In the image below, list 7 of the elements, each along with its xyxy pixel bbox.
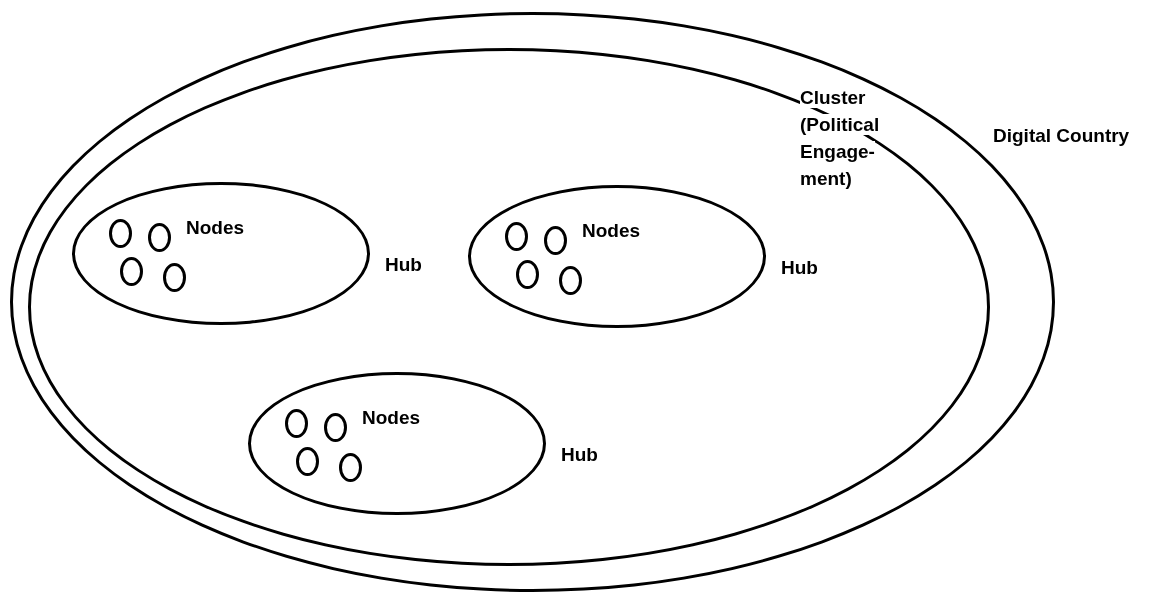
country-label: Digital Country bbox=[993, 124, 1131, 148]
nodes-label: Nodes bbox=[582, 219, 642, 243]
nodes-label: Nodes bbox=[186, 216, 246, 240]
nodes-label: Nodes bbox=[362, 406, 422, 430]
hub-label: Hub bbox=[385, 253, 423, 277]
hub-label: Hub bbox=[781, 256, 819, 280]
hub-label: Hub bbox=[561, 443, 599, 467]
